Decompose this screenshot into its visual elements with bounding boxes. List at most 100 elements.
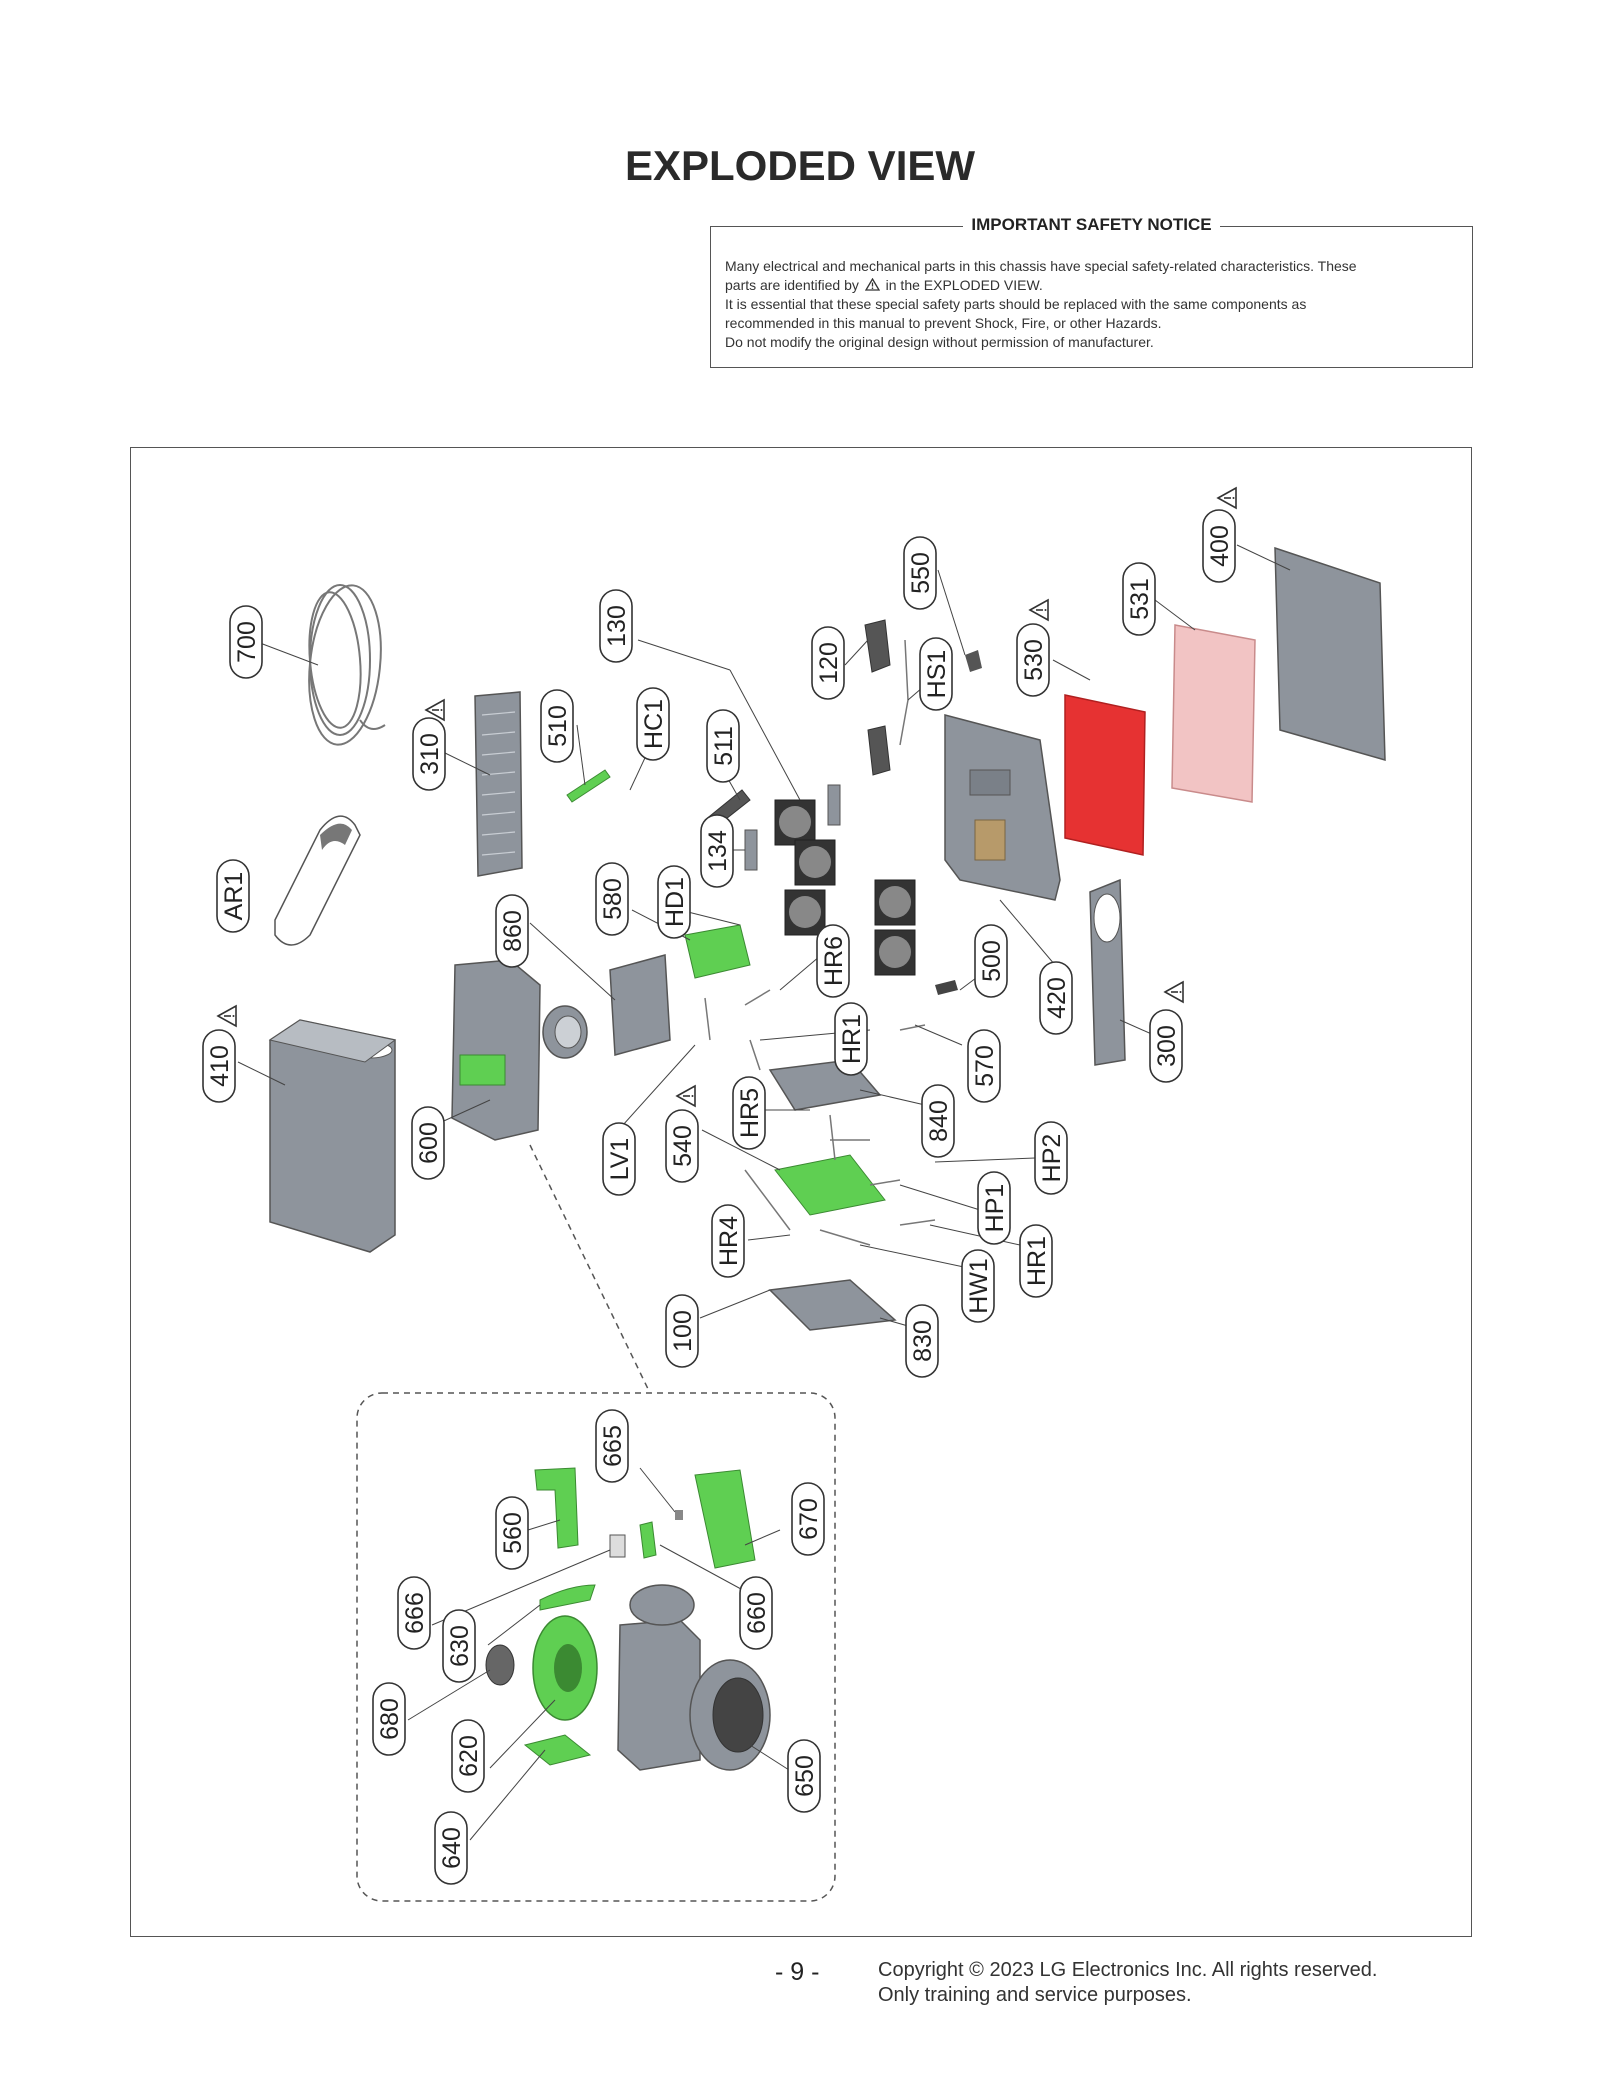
- callout-hd1: HD1: [657, 865, 691, 939]
- notice-line-2-post: in the EXPLODED VIEW.: [885, 277, 1043, 293]
- diagram-frame: [130, 447, 1472, 1937]
- detail-inset-frame: [356, 1392, 836, 1902]
- svg-text:500: 500: [978, 940, 1006, 982]
- callout-hw1: HW1: [961, 1249, 995, 1323]
- callout-hr6: HR6: [816, 924, 850, 998]
- tray-830: [768, 1279, 897, 1331]
- callout-860: 860: [495, 894, 529, 968]
- svg-text:130: 130: [603, 605, 631, 647]
- svg-text:300: 300: [1153, 1025, 1181, 1067]
- pink-sheet-531: [1171, 624, 1256, 803]
- board-560: [534, 1467, 579, 1549]
- harness-cables: [704, 989, 936, 1246]
- svg-text:580: 580: [599, 878, 627, 920]
- callout-hp2: HP2: [1034, 1121, 1068, 1195]
- power-cord-700: [308, 584, 386, 746]
- front-panel-300: [1089, 878, 1126, 1066]
- callout-130: 130: [599, 589, 633, 663]
- callout-hs1: HS1: [919, 637, 953, 711]
- svg-text:530: 530: [1020, 639, 1048, 681]
- callout-660: 660: [739, 1576, 773, 1650]
- callout-410: 410: [202, 1029, 236, 1103]
- callout-500: 500: [974, 924, 1008, 998]
- svg-text:HR4: HR4: [715, 1216, 743, 1266]
- notice-line-5: Do not modify the original design withou…: [725, 334, 1154, 350]
- part-665: [675, 1510, 683, 1520]
- notice-line-1: Many electrical and mechanical parts in …: [725, 258, 1357, 274]
- detail-link-line: [529, 1144, 651, 1394]
- warning-triangle-icon: [425, 699, 445, 721]
- fan-assembly-130: [744, 784, 841, 936]
- safety-notice-body: Many electrical and mechanical parts in …: [725, 257, 1458, 352]
- svg-text:HC1: HC1: [640, 699, 668, 749]
- callout-510: 510: [540, 689, 574, 763]
- svg-text:560: 560: [499, 1512, 527, 1554]
- callout-680: 680: [372, 1682, 406, 1756]
- board-510: [566, 769, 611, 803]
- remote-ar1: [274, 815, 361, 946]
- notice-line-4: recommended in this manual to prevent Sh…: [725, 315, 1162, 331]
- front-grille-310: [474, 691, 523, 877]
- callout-540: 540: [665, 1109, 699, 1183]
- svg-text:AR1: AR1: [220, 872, 248, 921]
- safety-notice-title: IMPORTANT SAFETY NOTICE: [963, 215, 1220, 234]
- main-board-540: [774, 1154, 886, 1216]
- optical-engine-600: [451, 959, 588, 1141]
- svg-text:511: 511: [710, 726, 738, 766]
- callout-600: 600: [411, 1106, 445, 1180]
- svg-text:HD1: HD1: [661, 877, 689, 927]
- callout-830: 830: [905, 1304, 939, 1378]
- callout-530: 530: [1016, 623, 1050, 697]
- svg-text:640: 640: [438, 1827, 466, 1869]
- safety-notice-box: IMPORTANT SAFETY NOTICE Many electrical …: [710, 215, 1473, 368]
- notice-line-2-pre: parts are identified by: [725, 277, 859, 293]
- callout-100: 100: [665, 1294, 699, 1368]
- rear-cover-400: [1274, 546, 1386, 762]
- copyright-line-2: Only training and service purposes.: [878, 1984, 1192, 2006]
- callout-120: 120: [811, 626, 845, 700]
- callout-570: 570: [967, 1029, 1001, 1103]
- svg-text:420: 420: [1043, 977, 1071, 1019]
- svg-text:660: 660: [743, 1592, 771, 1634]
- callout-hp1: HP1: [977, 1171, 1011, 1245]
- callout-640: 640: [434, 1811, 468, 1885]
- svg-text:LV1: LV1: [606, 1138, 634, 1181]
- main-chassis: [944, 714, 1061, 901]
- svg-text:510: 510: [544, 705, 572, 747]
- callout-560: 560: [495, 1496, 529, 1570]
- svg-text:700: 700: [233, 621, 261, 663]
- warning-triangle-icon: [1217, 487, 1237, 509]
- svg-text:HP2: HP2: [1038, 1134, 1066, 1183]
- motor-680: [485, 1644, 515, 1686]
- callout-670: 670: [791, 1482, 825, 1556]
- pcb-580: [684, 924, 751, 979]
- part-666: [609, 1534, 626, 1558]
- callout-665: 665: [595, 1409, 629, 1483]
- svg-text:840: 840: [925, 1100, 953, 1142]
- svg-text:134: 134: [704, 830, 732, 872]
- callout-134: 134: [700, 814, 734, 888]
- knob-550: [965, 650, 982, 672]
- callout-300: 300: [1149, 1009, 1183, 1083]
- svg-text:540: 540: [669, 1125, 697, 1167]
- page-number: - 9 -: [775, 1958, 820, 1986]
- callout-hc1: HC1: [636, 687, 670, 761]
- svg-text:670: 670: [795, 1498, 823, 1540]
- callout-666: 666: [397, 1576, 431, 1650]
- wheel-620: [532, 1615, 598, 1721]
- board-670: [694, 1469, 756, 1569]
- callout-580: 580: [595, 862, 629, 936]
- svg-text:600: 600: [415, 1122, 443, 1164]
- svg-text:650: 650: [791, 1755, 819, 1797]
- svg-text:665: 665: [599, 1425, 627, 1467]
- callout-420: 420: [1039, 961, 1073, 1035]
- warning-triangle-icon: [1164, 981, 1184, 1003]
- svg-text:400: 400: [1206, 525, 1234, 567]
- callout-lv1: LV1: [602, 1122, 636, 1196]
- callout-ar1: AR1: [216, 859, 250, 933]
- svg-text:HR6: HR6: [820, 936, 848, 986]
- svg-text:HP1: HP1: [981, 1184, 1009, 1233]
- svg-text:570: 570: [971, 1045, 999, 1087]
- copyright-line-1: Copyright © 2023 LG Electronics Inc. All…: [878, 1959, 1378, 1981]
- svg-text:531: 531: [1126, 578, 1154, 620]
